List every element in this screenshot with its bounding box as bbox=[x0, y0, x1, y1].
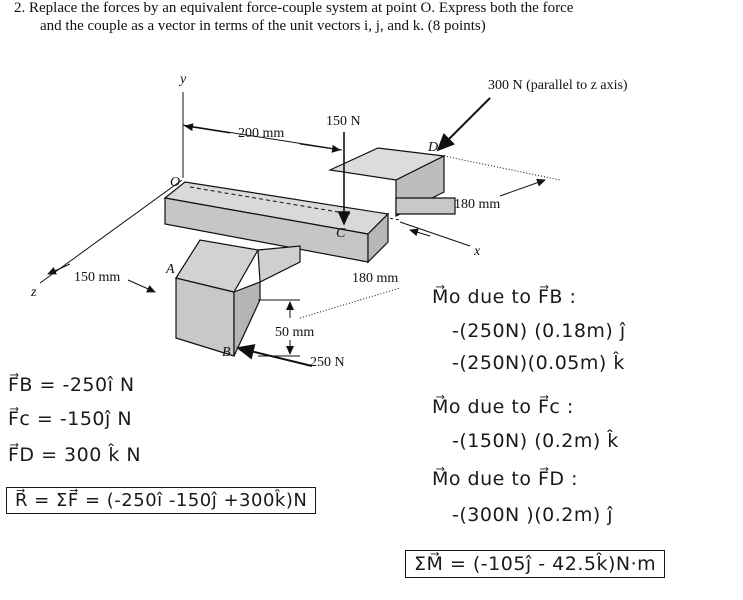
force-FB: F⃗B = -250î N bbox=[8, 374, 135, 396]
problem-statement: 2. Replace the forces by an equivalent f… bbox=[14, 0, 573, 17]
dim-200-arrow-left bbox=[184, 123, 231, 134]
problem-line-1: Replace the forces by an equivalent forc… bbox=[29, 0, 574, 16]
moment-FC-term-1: -(150N) (0.2m) k̂ bbox=[452, 430, 619, 452]
dim-180-bottom-dotted bbox=[299, 287, 401, 319]
axis-y-label: y bbox=[180, 72, 187, 87]
force-250N-label: 250 N bbox=[310, 355, 345, 370]
axis-z-label: z bbox=[31, 285, 37, 300]
dim-180-left-arrow bbox=[409, 228, 431, 237]
hidden-edge bbox=[189, 186, 351, 215]
dim-200-arrow-right bbox=[299, 143, 341, 153]
problem-number: 2. bbox=[14, 0, 26, 16]
moment-FB-term-2: -(250N)(0.05m) k̂ bbox=[452, 352, 625, 374]
moment-FD-title: M⃗o due to F⃗D : bbox=[432, 468, 579, 490]
z-axis-line bbox=[39, 179, 183, 284]
dim-200-label: 200 mm bbox=[238, 126, 285, 141]
dim-180-right-dotted bbox=[443, 155, 561, 181]
point-B-label: B bbox=[222, 345, 231, 360]
force-150N-label: 150 N bbox=[326, 114, 361, 129]
point-A-label: A bbox=[166, 262, 175, 277]
axis-x-label: x bbox=[474, 244, 481, 259]
dim-50-label: 50 mm bbox=[275, 325, 315, 340]
moment-FD-term-1: -(300N )(0.2m) ĵ bbox=[452, 504, 614, 526]
dim-150-arrow-left bbox=[47, 263, 71, 275]
moment-FB-term-1: -(250N) (0.18m) ĵ bbox=[452, 320, 626, 342]
force-250N-arrow bbox=[236, 344, 313, 367]
dim-150-arrow bbox=[127, 279, 156, 293]
force-300N-label: 300 N (parallel to z axis) bbox=[488, 78, 628, 93]
dim-180-right-label: 180 mm bbox=[454, 197, 501, 212]
dim-180-bottom-label: 180 mm bbox=[352, 271, 399, 286]
point-O-label: O bbox=[170, 175, 181, 190]
moment-FC-title: M⃗o due to F⃗c : bbox=[432, 396, 574, 418]
resultant-force-boxed: R⃗ = ΣF⃗ = (-250î -150ĵ +300k̂)N bbox=[6, 487, 317, 514]
x-axis-line bbox=[399, 221, 471, 247]
force-FC: F⃗c = -150ĵ N bbox=[8, 408, 133, 430]
dim-180-right-arrow bbox=[499, 178, 546, 197]
point-D-label: D bbox=[428, 140, 439, 155]
bracket-body bbox=[163, 147, 456, 357]
force-FD: F⃗D = 300 k̂ N bbox=[8, 444, 142, 466]
moment-sum-boxed: ΣM⃗ = (-105ĵ - 42.5k̂)N·m bbox=[405, 550, 666, 578]
dim-150-label: 150 mm bbox=[74, 270, 121, 285]
force-300N-arrow bbox=[436, 97, 491, 152]
problem-line-2: and the couple as a vector in terms of t… bbox=[40, 18, 486, 34]
moment-FB-title: M⃗o due to F⃗B : bbox=[432, 286, 577, 308]
point-C-label: C bbox=[336, 226, 346, 241]
